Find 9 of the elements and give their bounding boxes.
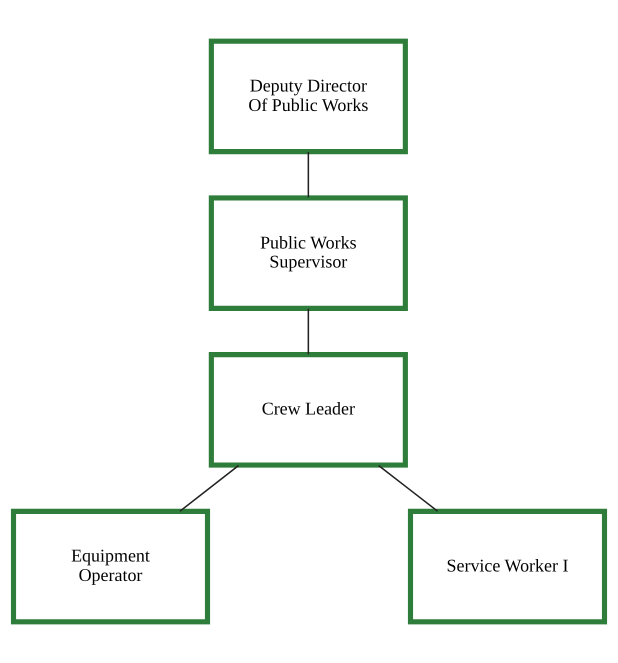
node-box: Deputy Director Of Public Works [208,38,408,154]
node-box: Crew Leader [208,352,408,468]
connector [179,464,240,512]
node-box: Service Worker I [408,508,608,624]
connector [308,308,310,354]
node-box: Equipment Operator [10,508,210,624]
connector [308,152,310,198]
connector [378,464,438,512]
node-box: Public Works Supervisor [208,195,408,311]
